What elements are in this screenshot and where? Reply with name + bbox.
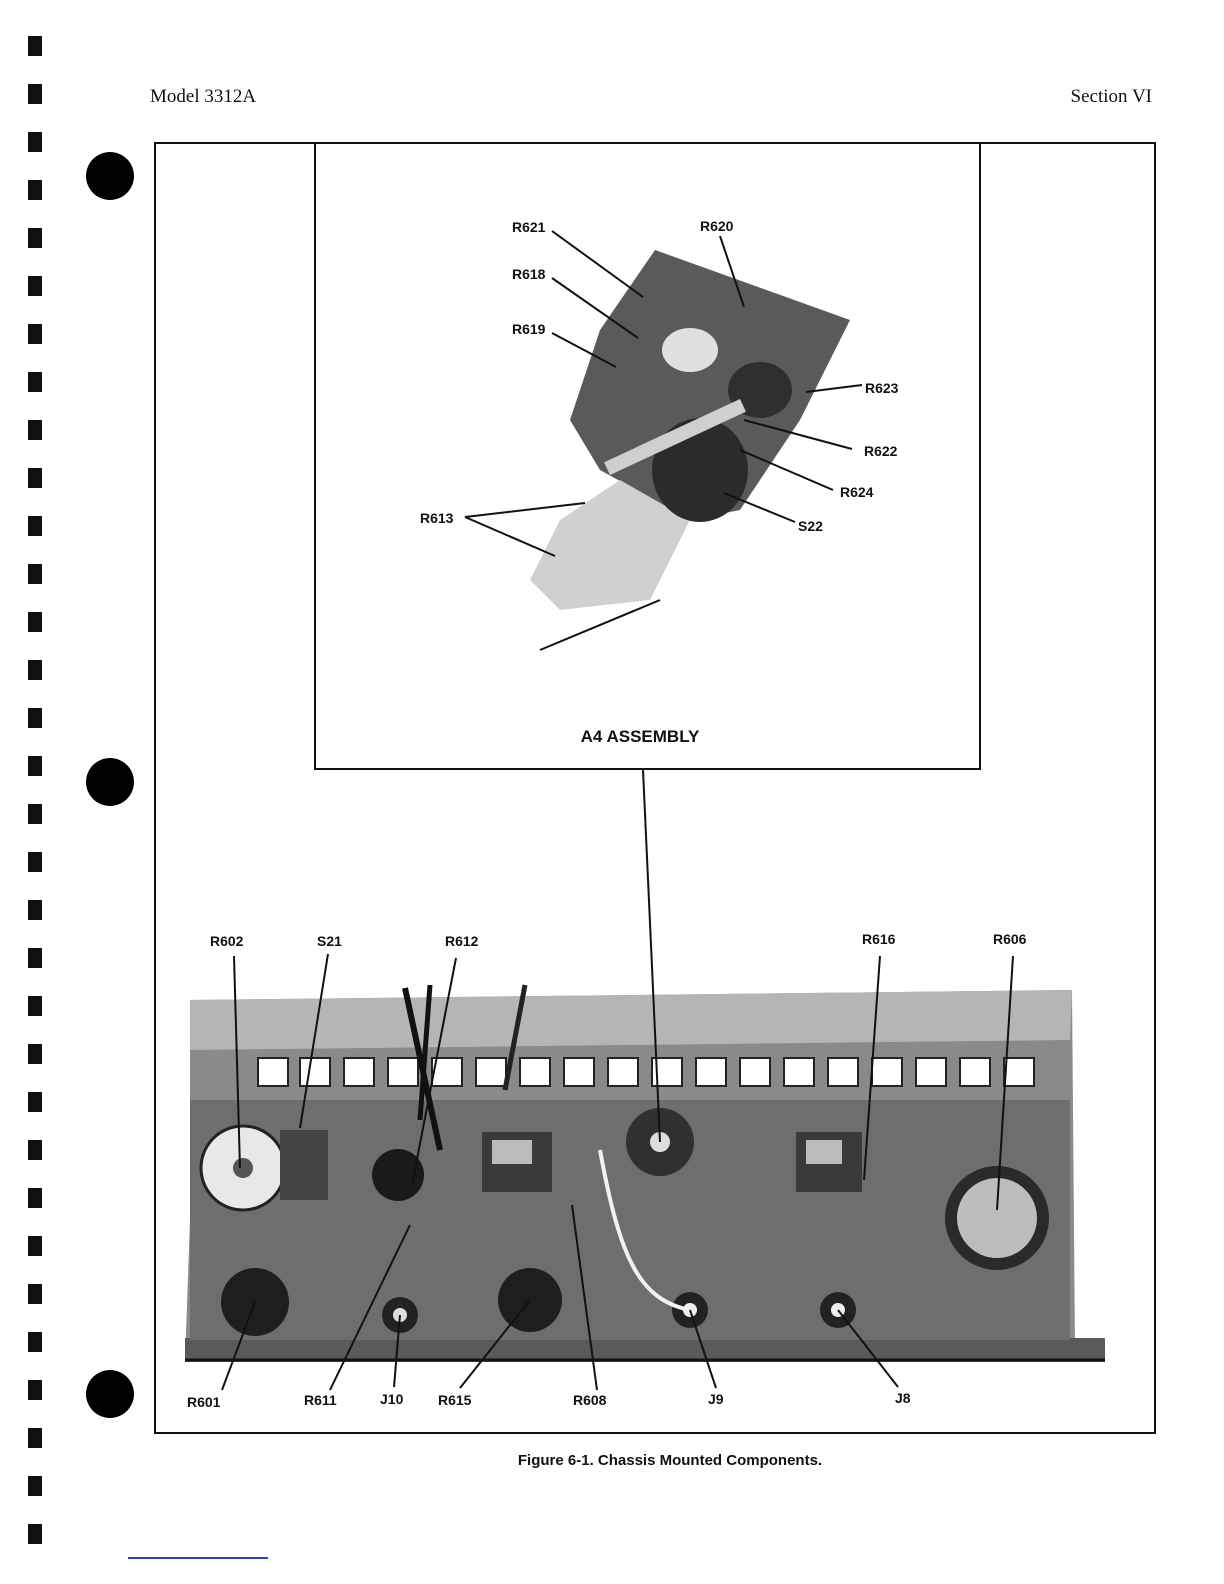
label-s21: S21 bbox=[317, 933, 342, 949]
label-r623: R623 bbox=[865, 380, 898, 396]
label-r612: R612 bbox=[445, 933, 478, 949]
label-j9: J9 bbox=[708, 1391, 724, 1407]
label-r615: R615 bbox=[438, 1392, 471, 1408]
label-j10: J10 bbox=[380, 1391, 403, 1407]
label-r621: R621 bbox=[512, 219, 545, 235]
label-j8: J8 bbox=[895, 1390, 911, 1406]
label-r616: R616 bbox=[862, 931, 895, 947]
inset-title: A4 ASSEMBLY bbox=[560, 727, 720, 747]
label-r608: R608 bbox=[573, 1392, 606, 1408]
label-r620: R620 bbox=[700, 218, 733, 234]
label-r622: R622 bbox=[864, 443, 897, 459]
label-r613: R613 bbox=[420, 510, 453, 526]
label-r624: R624 bbox=[840, 484, 873, 500]
footer-rule bbox=[128, 1557, 268, 1559]
label-r618: R618 bbox=[512, 266, 545, 282]
label-r601: R601 bbox=[187, 1394, 220, 1410]
label-r619: R619 bbox=[512, 321, 545, 337]
label-r602: R602 bbox=[210, 933, 243, 949]
label-s22: S22 bbox=[798, 518, 823, 534]
label-r611: R611 bbox=[304, 1392, 337, 1408]
label-r606: R606 bbox=[993, 931, 1026, 947]
figure-caption: Figure 6-1. Chassis Mounted Components. bbox=[400, 1452, 940, 1469]
